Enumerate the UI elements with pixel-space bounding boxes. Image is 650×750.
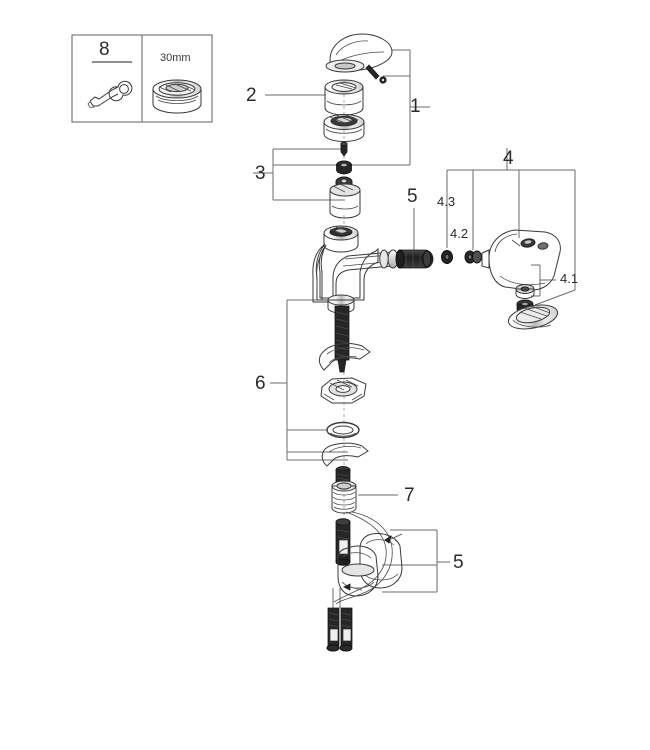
faucet-body-part bbox=[312, 225, 399, 303]
legend-dimension-label: 30mm bbox=[160, 52, 191, 64]
callout-4-1: 4.1 bbox=[560, 271, 579, 286]
mounting-saddle-part bbox=[318, 343, 371, 371]
mounting-nut-part bbox=[320, 377, 367, 404]
lower-saddle-washer-part bbox=[321, 442, 369, 467]
gasket-ring-part bbox=[326, 421, 360, 439]
callout-6: 6 bbox=[255, 373, 266, 394]
threaded-shank-part bbox=[327, 294, 355, 373]
callout-1: 1 bbox=[410, 96, 421, 117]
legend-box bbox=[71, 34, 213, 123]
open-end-wrench-icon bbox=[87, 80, 133, 108]
callout-4-3: 4.3 bbox=[437, 194, 456, 209]
callout-4-2: 4.2 bbox=[450, 226, 469, 241]
o-ring-large-part bbox=[441, 250, 453, 264]
handle-set-screw bbox=[365, 64, 387, 84]
pull-out-hose-upper-part bbox=[395, 249, 434, 269]
mixer-cartridge-part bbox=[329, 176, 361, 219]
lever-handle-part bbox=[325, 33, 393, 84]
cartridge-screw-part bbox=[340, 141, 348, 157]
handle-cap-cover-part bbox=[324, 79, 364, 116]
hose-weight-clip-part bbox=[337, 533, 403, 597]
supply-hose-tails-part bbox=[326, 588, 353, 652]
o-ring-small-part bbox=[464, 250, 482, 264]
cartridge-washer-part bbox=[336, 160, 352, 175]
spray-head-part bbox=[481, 229, 561, 291]
hose-routing-curve bbox=[333, 511, 393, 605]
callout-leader-lines bbox=[253, 49, 576, 593]
callout-7: 7 bbox=[404, 485, 415, 506]
callout-2: 2 bbox=[246, 85, 257, 106]
callout-4: 4 bbox=[503, 148, 514, 169]
hose-coupling-nut-part bbox=[331, 480, 357, 514]
callout-5-lower: 5 bbox=[453, 552, 464, 573]
cartridge-cap-ring-part bbox=[323, 114, 365, 142]
spray-face-disc-part bbox=[507, 304, 559, 330]
small-coupling-part bbox=[335, 466, 351, 486]
legend-tool-number: 8 bbox=[99, 39, 110, 60]
callout-5-upper: 5 bbox=[407, 186, 418, 207]
hose-sleeve-part bbox=[335, 518, 351, 566]
aerator-cartridge-icon bbox=[152, 79, 202, 114]
callout-3: 3 bbox=[255, 163, 266, 184]
